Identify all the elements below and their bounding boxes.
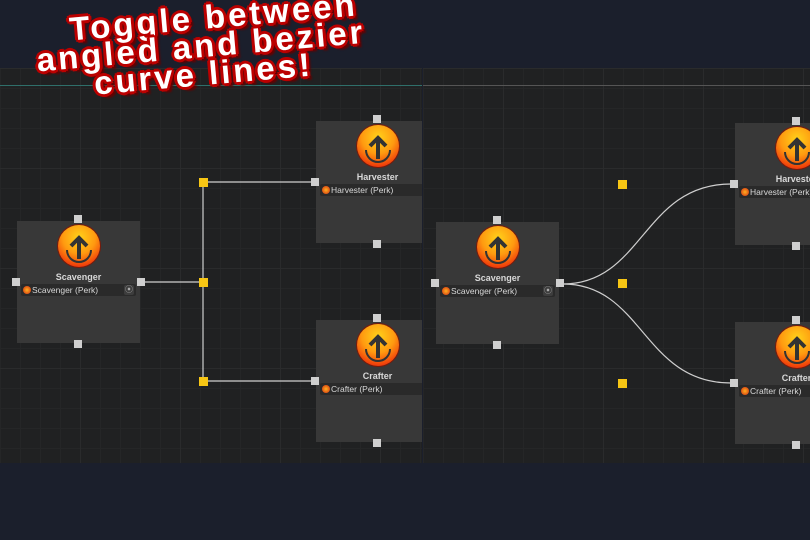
link-scavenger-crafter [202, 282, 312, 382]
input-port-top[interactable] [74, 215, 82, 223]
perk-arrow-up-icon [357, 324, 399, 366]
node-title: Crafter [781, 373, 810, 383]
perk-field-value: Harvester (Perk) [750, 187, 810, 197]
perk-field-value: Harvester (Perk) [331, 185, 394, 195]
output-port-bottom[interactable] [74, 340, 82, 348]
node-harvester[interactable]: Harvester Harvester (Perk) [730, 117, 810, 250]
perk-field-value: Scavenger (Perk) [451, 286, 518, 296]
perk-field[interactable]: Crafter (Perk) [320, 383, 422, 395]
input-port-top[interactable] [373, 314, 381, 322]
panel-divider [0, 85, 422, 86]
bezier-links [562, 183, 732, 384]
node-harvester[interactable]: Harvester Harvester (Perk) [311, 115, 422, 248]
panel-divider [423, 85, 810, 86]
node-title: Harvester [775, 174, 810, 184]
input-port-left[interactable] [311, 377, 319, 385]
perk-field[interactable]: Harvester (Perk) [739, 186, 810, 198]
output-port-right[interactable] [137, 278, 145, 286]
link-scavenger-harvester [144, 181, 312, 283]
input-port-top[interactable] [373, 115, 381, 123]
reroute-knot[interactable] [618, 279, 627, 288]
output-port-bottom[interactable] [373, 439, 381, 447]
node-crafter[interactable]: Crafter Crafter (Perk) [311, 314, 422, 447]
output-port-right[interactable] [556, 279, 564, 287]
perk-field[interactable]: Crafter (Perk) [739, 385, 810, 397]
perk-field[interactable]: Scavenger (Perk) ⦿ [21, 284, 136, 296]
perk-mini-icon [322, 186, 330, 194]
perk-field-value: Crafter (Perk) [750, 386, 802, 396]
perk-mini-icon [322, 385, 330, 393]
node-crafter[interactable]: Crafter Crafter (Perk) [730, 316, 810, 449]
perk-arrow-up-icon [776, 326, 810, 368]
node-title: Harvester [356, 172, 399, 182]
reroute-knot[interactable] [199, 178, 208, 187]
input-port-left[interactable] [730, 180, 738, 188]
perk-arrow-up-icon [357, 125, 399, 167]
perk-arrow-up-icon [477, 226, 519, 268]
perk-field-value: Scavenger (Perk) [32, 285, 99, 295]
input-port-top[interactable] [493, 216, 501, 224]
bezier-graph-panel[interactable]: Scavenger Scavenger (Perk) ⦿ Harvester Ha… [423, 68, 810, 463]
perk-mini-icon [741, 188, 749, 196]
reroute-knot[interactable] [618, 379, 627, 388]
input-port-top[interactable] [792, 117, 800, 125]
angled-graph-panel[interactable]: Scavenger Scavenger (Perk) ⦿ Harvester Ha… [0, 68, 422, 463]
object-picker-icon[interactable]: ⦿ [124, 285, 134, 295]
input-port-left[interactable] [431, 279, 439, 287]
perk-mini-icon [442, 287, 450, 295]
input-port-left[interactable] [311, 178, 319, 186]
node-title: Scavenger [55, 272, 102, 282]
node-scavenger[interactable]: Scavenger Scavenger (Perk) ⦿ [12, 215, 145, 348]
perk-mini-icon [23, 286, 31, 294]
input-port-left[interactable] [730, 379, 738, 387]
output-port-bottom[interactable] [792, 242, 800, 250]
perk-field-value: Crafter (Perk) [331, 384, 383, 394]
reroute-knot[interactable] [199, 377, 208, 386]
output-port-bottom[interactable] [373, 240, 381, 248]
output-port-bottom[interactable] [493, 341, 501, 349]
reroute-knot[interactable] [618, 180, 627, 189]
link-scavenger-crafter [562, 283, 732, 384]
perk-arrow-up-icon [58, 225, 100, 267]
input-port-top[interactable] [792, 316, 800, 324]
node-scavenger[interactable]: Scavenger Scavenger (Perk) ⦿ [431, 216, 564, 349]
object-picker-icon[interactable]: ⦿ [543, 286, 553, 296]
perk-field[interactable]: Scavenger (Perk) ⦿ [440, 285, 555, 297]
output-port-bottom[interactable] [792, 441, 800, 449]
perk-field[interactable]: Harvester (Perk) [320, 184, 422, 196]
perk-arrow-up-icon [776, 127, 810, 169]
node-title: Crafter [362, 371, 393, 381]
link-scavenger-harvester [562, 183, 732, 285]
node-title: Scavenger [474, 273, 521, 283]
reroute-knot[interactable] [199, 278, 208, 287]
perk-mini-icon [741, 387, 749, 395]
input-port-left[interactable] [12, 278, 20, 286]
